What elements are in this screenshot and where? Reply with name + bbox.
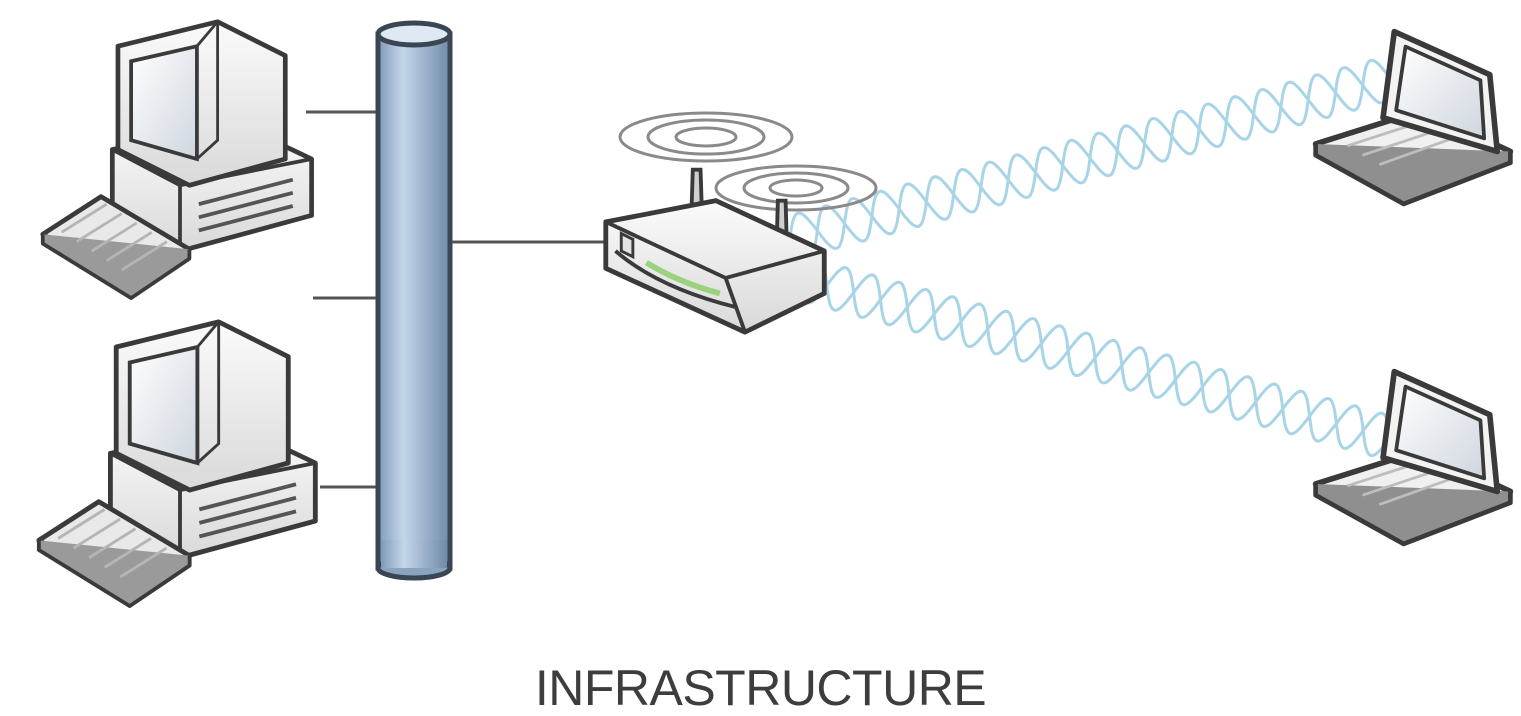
laptop-icon — [1316, 372, 1511, 544]
wireless-signal-laptop-1 — [788, 58, 1392, 258]
diagram-caption: INFRASTRUCTURE — [534, 660, 987, 716]
desktop-computer-icon — [39, 322, 315, 606]
wireless-router-icon — [606, 170, 824, 332]
network-backbone-icon — [375, 20, 453, 581]
radio-wave-icon — [618, 111, 878, 212]
wireless-signal-laptop-2 — [798, 259, 1392, 457]
laptop-icon — [1316, 32, 1511, 204]
desktop-computer-icon — [43, 22, 312, 298]
